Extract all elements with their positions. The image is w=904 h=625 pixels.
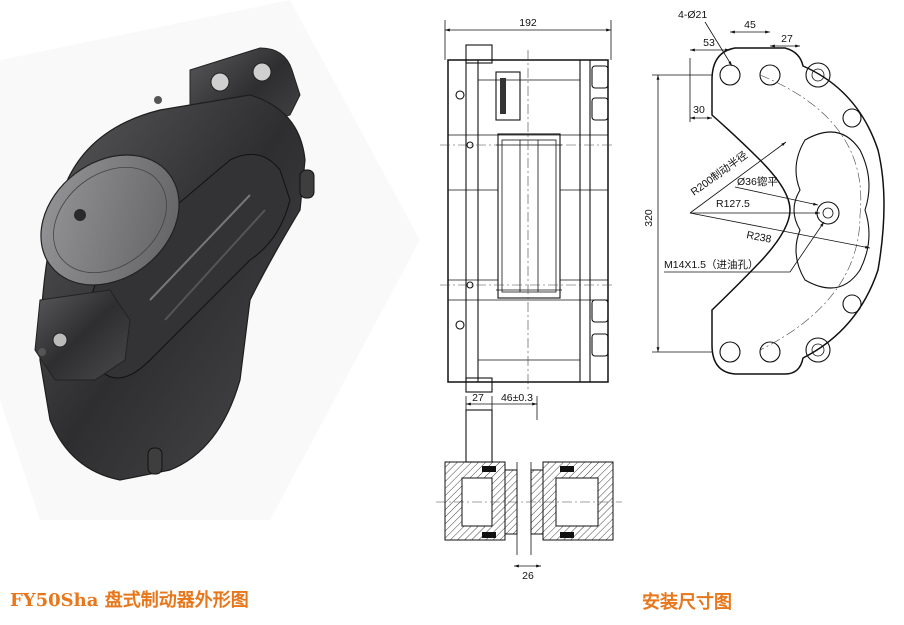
dim-inlet: M14X1.5（进油孔）	[664, 258, 759, 271]
dim-r238: R238	[745, 229, 772, 246]
dim-offset-30: 30	[693, 104, 705, 116]
dim-pitch-45: 45	[744, 19, 756, 31]
dim-bottom-gap: 26	[522, 570, 534, 582]
dim-edge-27: 27	[781, 33, 793, 45]
dim-r127: R127.5	[716, 198, 750, 210]
caliper-render	[0, 0, 420, 520]
section-view: 27 46±0.3 26	[436, 392, 622, 582]
dim-top: 27	[472, 392, 484, 404]
caption-installation-drawing: 安装尺寸图	[642, 592, 732, 613]
dim-holes: 4-Ø21	[678, 9, 707, 21]
dim-pitch-53: 53	[703, 37, 715, 49]
front-view: 192	[440, 17, 615, 393]
dim-height: 320	[643, 209, 655, 227]
dim-overall-width: 192	[519, 17, 537, 29]
caption-caliper-render: FY50Sha 盘式制动器外形图	[10, 590, 249, 611]
side-view: 4-Ø21 45 53 27 30 320 R200制动半径 R127.5 R2…	[643, 9, 885, 375]
dim-spot-face: Ø36锪平	[737, 175, 778, 188]
dim-pad-thickness: 46±0.3	[501, 392, 533, 404]
